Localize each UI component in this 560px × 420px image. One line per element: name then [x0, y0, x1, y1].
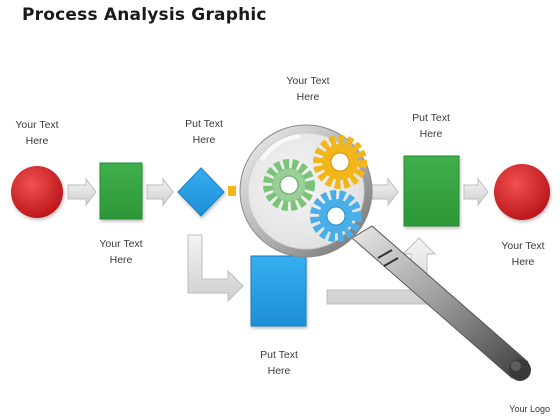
gear-icon — [263, 159, 315, 211]
label-line: Your Text — [286, 75, 330, 87]
lens-glare — [260, 134, 301, 162]
label-start: Your Text Here — [2, 117, 72, 149]
label-line: Your Text — [99, 238, 143, 250]
label-line: Here — [25, 135, 49, 147]
branch-arrow — [187, 234, 244, 303]
label-end: Your Text Here — [488, 238, 558, 270]
label-line: Here — [267, 365, 291, 377]
flow-arrow — [463, 177, 489, 207]
process-step-blue — [250, 255, 307, 327]
page-title: Process Analysis Graphic — [22, 5, 267, 25]
label-line: Here — [511, 256, 535, 268]
label-diamond: Put Text Here — [169, 116, 239, 148]
label-line: Here — [109, 254, 133, 266]
process-step-green-2 — [403, 155, 460, 227]
decision-diamond — [177, 167, 225, 217]
label-green-step-2: Put Text Here — [396, 110, 466, 142]
process-step-green — [99, 162, 143, 220]
label-line: Here — [419, 128, 443, 140]
end-node — [494, 164, 550, 220]
label-line: Put Text — [185, 118, 223, 130]
label-line: Here — [192, 134, 216, 146]
logo-text: Your Logo — [509, 404, 550, 414]
gear-icon — [313, 135, 367, 189]
flow-arrow — [371, 177, 399, 207]
label-line: Here — [296, 91, 320, 103]
flow-arrow — [67, 177, 97, 207]
flow-arrow — [146, 177, 174, 207]
connector-yellow — [228, 186, 236, 196]
label-line: Put Text — [412, 112, 450, 124]
label-green-step: Your Text Here — [86, 236, 156, 268]
label-center: Your Text Here — [273, 73, 343, 105]
gear-icon — [310, 190, 362, 242]
label-line: Your Text — [15, 119, 59, 131]
start-node — [11, 166, 63, 218]
label-line: Put Text — [260, 349, 298, 361]
label-blue-step: Put Text Here — [244, 347, 314, 379]
label-line: Your Text — [501, 240, 545, 252]
